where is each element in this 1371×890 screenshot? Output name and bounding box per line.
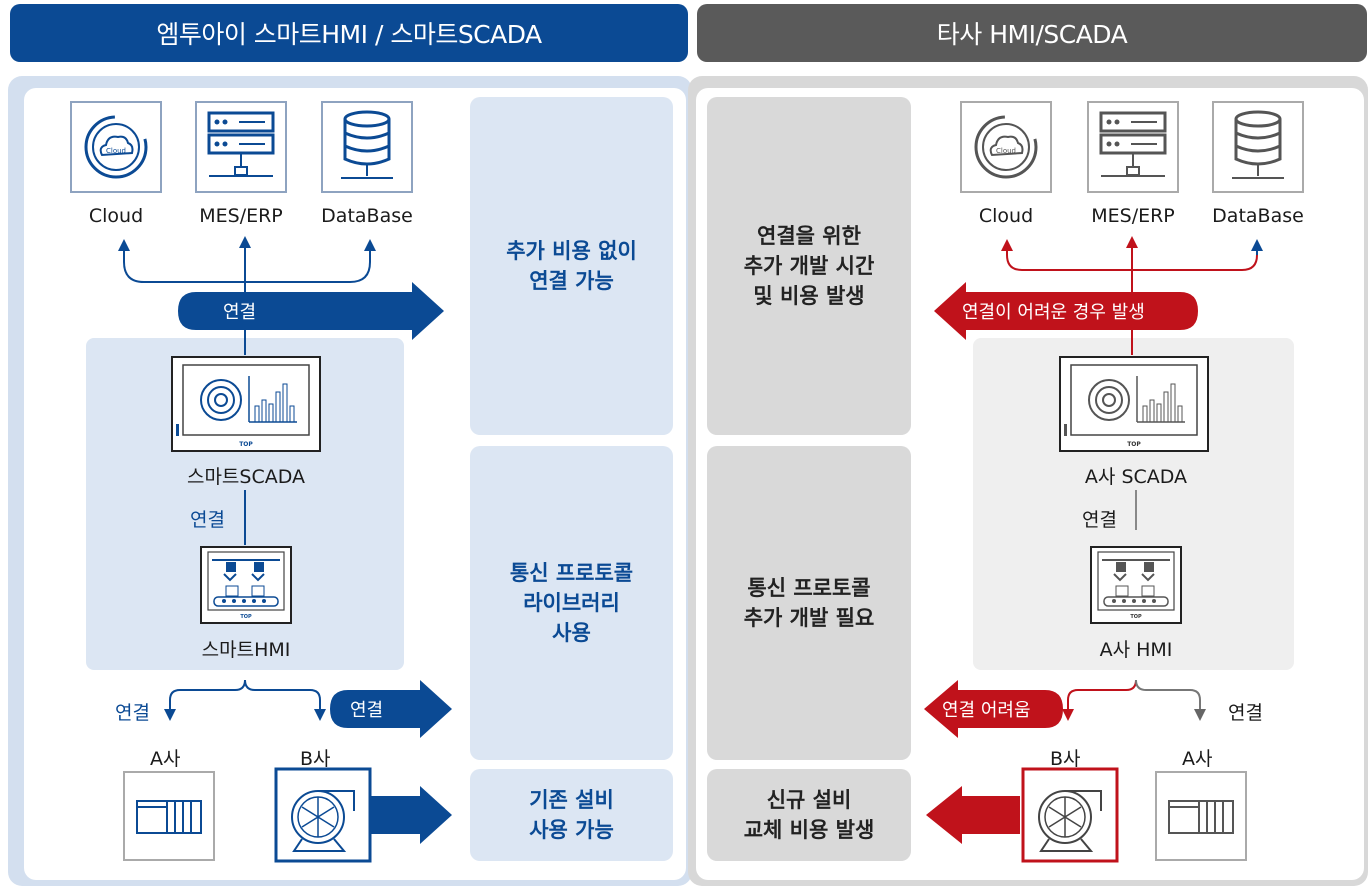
company-a-label: A사 [1182, 748, 1213, 770]
cloud-icon: Cloud [960, 101, 1052, 193]
blower-device-icon [1021, 767, 1119, 863]
smart-hmi-label: 스마트HMI [201, 639, 291, 661]
cloud-icon: Cloud [70, 101, 162, 193]
cost-line: 및 비용 발생 [753, 284, 865, 308]
svg-text:Cloud: Cloud [996, 147, 1016, 155]
server-rack-icon [1087, 101, 1179, 193]
mes-erp-label: MES/ERP [1091, 205, 1175, 227]
smart-scada-label: 스마트SCADA [186, 466, 306, 488]
cost-line: 교체 비용 발생 [743, 818, 875, 842]
right-mid-connect-label: 연결 [1082, 509, 1117, 531]
a-scada-label: A사 SCADA [1084, 466, 1188, 488]
left-connect-arrow [178, 282, 444, 340]
cloud-label: Cloud [978, 205, 1034, 227]
cost-line: 연결을 위한 [757, 224, 861, 248]
right-hard-connect-label: 연결이 어려운 경우 발생 [962, 302, 1145, 323]
device-brand: TOP [240, 614, 252, 620]
cost-line: 신규 설비 [766, 788, 852, 812]
right-hard-connect-arrow [934, 282, 1198, 340]
database-icon [321, 101, 413, 193]
device-brand: TOP [1130, 614, 1142, 620]
left-existing-arrow [370, 786, 452, 844]
a-hmi-device-icon: TOP [1090, 546, 1182, 624]
cloud-label: Cloud [88, 205, 144, 227]
benefit-line: 기존 설비 [529, 788, 614, 812]
cost-line: 추가 개발 필요 [743, 606, 875, 630]
benefit-line: 통신 프로토콜 [509, 561, 634, 585]
blower-device-icon [274, 767, 372, 863]
benefit-line: 라이브러리 [523, 591, 620, 615]
left-connect-arrow-label: 연결 [223, 302, 257, 323]
benefit-line: 추가 비용 없이 [506, 239, 637, 263]
left-mid-connect-label: 연결 [190, 509, 225, 531]
company-b-label: B사 [1050, 748, 1081, 770]
database-icon [1212, 101, 1304, 193]
a-hmi-label: A사 HMI [1099, 639, 1173, 661]
cost-line: 추가 개발 시간 [743, 254, 875, 278]
left-b-connect-arrow [330, 680, 452, 738]
a-scada-device-icon: TOP [1059, 356, 1209, 452]
header-right: 타사 HMI/SCADA [697, 4, 1367, 62]
smart-hmi-device-icon: TOP [200, 546, 292, 624]
plc-device-icon [1155, 771, 1247, 861]
mes-erp-label: MES/ERP [199, 205, 283, 227]
svg-text:Cloud: Cloud [106, 147, 126, 155]
left-device-connectors [164, 679, 326, 721]
server-rack-icon [195, 101, 287, 193]
company-b-label: B사 [300, 748, 331, 770]
right-replace-arrow [926, 786, 1020, 844]
cost-line: 통신 프로토콜 [747, 576, 871, 600]
right-hard-b-arrow [924, 680, 1063, 738]
right-a-connect-label: 연결 [1228, 702, 1263, 724]
database-label: DataBase [1212, 205, 1304, 227]
smart-scada-device-icon: TOP [171, 356, 321, 452]
right-a-connector [1135, 679, 1206, 721]
left-a-connect-label: 연결 [115, 702, 150, 724]
header-left: 엠투아이 스마트HMI / 스마트SCADA [10, 4, 688, 62]
plc-device-icon [123, 771, 215, 861]
device-brand: TOP [239, 441, 253, 448]
device-brand: TOP [1127, 441, 1141, 448]
left-b-connect-label: 연결 [350, 700, 384, 721]
right-hard-b-label: 연결 어려움 [942, 700, 1031, 721]
benefit-line: 사용 [552, 621, 591, 645]
company-a-label: A사 [150, 748, 181, 770]
benefit-line: 연결 가능 [529, 269, 614, 293]
database-label: DataBase [321, 205, 413, 227]
right-hard-connector [1062, 679, 1137, 721]
benefit-line: 사용 가능 [529, 818, 614, 842]
